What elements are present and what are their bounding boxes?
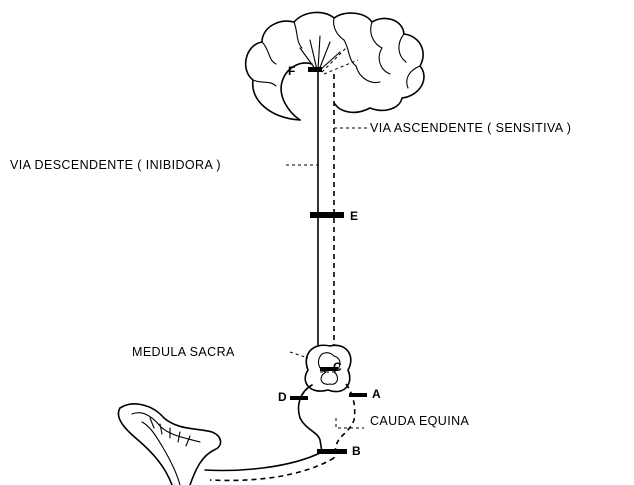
point-b-label: B	[352, 444, 361, 458]
label-cauda-equina: CAUDA EQUINA	[370, 414, 470, 428]
block-e	[310, 212, 344, 218]
point-c-label: C	[333, 360, 342, 374]
leader-lines	[286, 128, 368, 428]
point-e-label: E	[350, 209, 358, 223]
point-d-label: D	[278, 390, 287, 404]
block-a	[349, 393, 367, 397]
bladder-illustration	[118, 404, 220, 485]
point-f-label: F	[288, 64, 295, 78]
point-a-label: A	[372, 387, 381, 401]
label-medula-sacra: MEDULA SACRA	[132, 345, 235, 359]
block-f	[308, 67, 322, 72]
label-via-descendente: VIA DESCENDENTE ( INIBIDORA )	[10, 158, 221, 172]
label-via-ascendente: VIA ASCENDENTE ( SENSITIVA )	[370, 121, 571, 135]
brain-illustration	[246, 12, 424, 120]
spinal-pathways	[318, 70, 334, 345]
block-d	[290, 396, 308, 400]
